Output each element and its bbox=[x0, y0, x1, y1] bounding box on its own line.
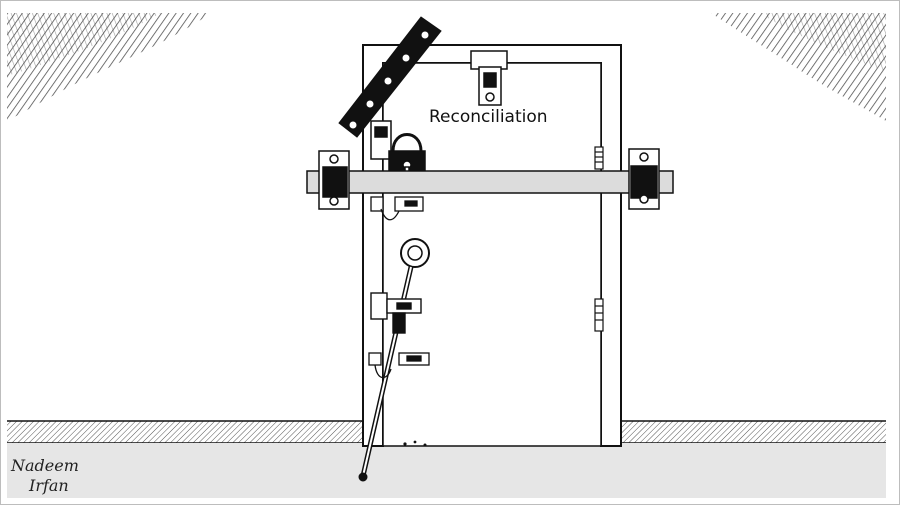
signature: Nadeem Irfan bbox=[10, 456, 79, 495]
screw-bolt-mid-icon bbox=[594, 298, 604, 332]
lower-latch-icon bbox=[370, 292, 422, 334]
screw-bolt-top-icon bbox=[594, 146, 604, 170]
top-hasp-lock-icon bbox=[470, 50, 508, 106]
chain-lock-icon bbox=[370, 196, 424, 221]
signature-line-2: Irfan bbox=[28, 476, 69, 495]
floor bbox=[7, 420, 886, 498]
diagonal-plank bbox=[338, 16, 442, 138]
door-label: Reconciliation bbox=[429, 107, 548, 127]
barricade-bar bbox=[306, 148, 674, 210]
signature-line-1: Nadeem bbox=[10, 456, 79, 475]
lower-chain-lock-icon bbox=[368, 352, 430, 379]
debris bbox=[403, 440, 427, 447]
